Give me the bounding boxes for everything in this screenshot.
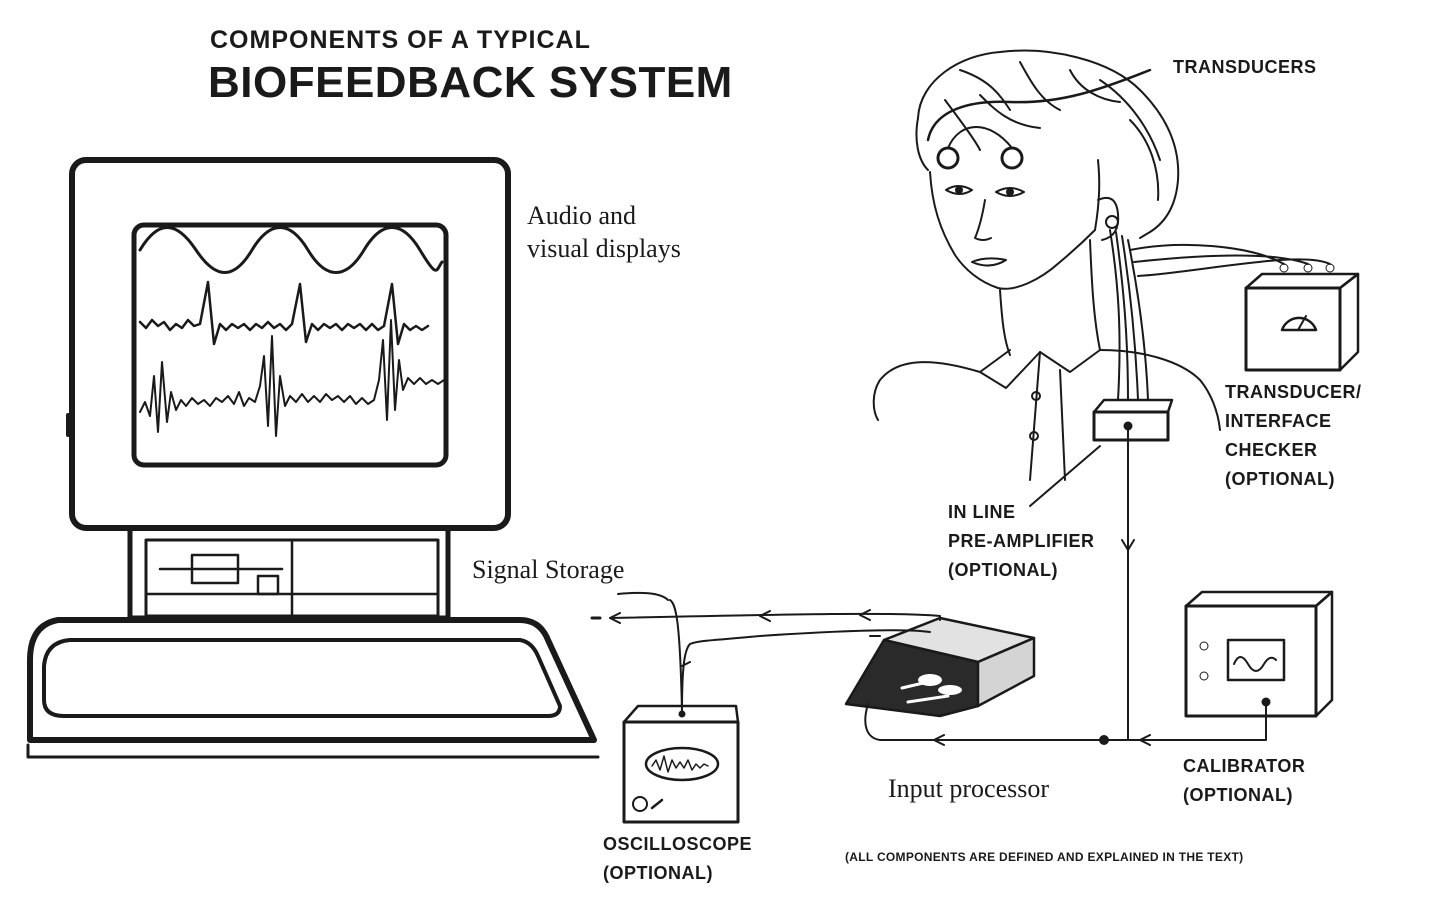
input-processor-label: Input processor (888, 774, 1050, 803)
preamp-label: IN LINE PRE-AMPLIFIER (OPTIONAL) (948, 502, 1095, 580)
person (872, 49, 1221, 481)
transducer-sensor (936, 146, 960, 170)
keyboard (26, 617, 600, 759)
displays-label: Audio and visual displays (527, 201, 681, 263)
calibrator-label: CALIBRATOR (OPTIONAL) (1183, 756, 1306, 805)
pre-amplifier (1092, 398, 1174, 442)
calibrator (1184, 590, 1334, 718)
transducer-checker (1129, 244, 1360, 372)
title-line-1: COMPONENTS OF A TYPICAL (210, 26, 591, 54)
transducer-sensor (1000, 146, 1024, 170)
emg-wave (139, 319, 445, 437)
oscilloscope (622, 704, 740, 824)
signal-wires (590, 427, 1267, 746)
footnote: (ALL COMPONENTS ARE DEFINED AND EXPLAINE… (845, 850, 1244, 864)
signal-storage-label: Signal Storage (472, 555, 625, 584)
transducers-label: TRANSDUCERS (1173, 57, 1317, 77)
computer-monitor (66, 157, 511, 621)
sine-wave (138, 226, 444, 274)
checker-label: TRANSDUCER/ INTERFACE CHECKER (OPTIONAL) (1225, 382, 1362, 489)
oscilloscope-label: OSCILLOSCOPE (OPTIONAL) (603, 834, 753, 883)
input-processor (844, 616, 1036, 718)
title-line-2: BIOFEEDBACK SYSTEM (208, 58, 733, 107)
ecg-wave (138, 280, 430, 346)
